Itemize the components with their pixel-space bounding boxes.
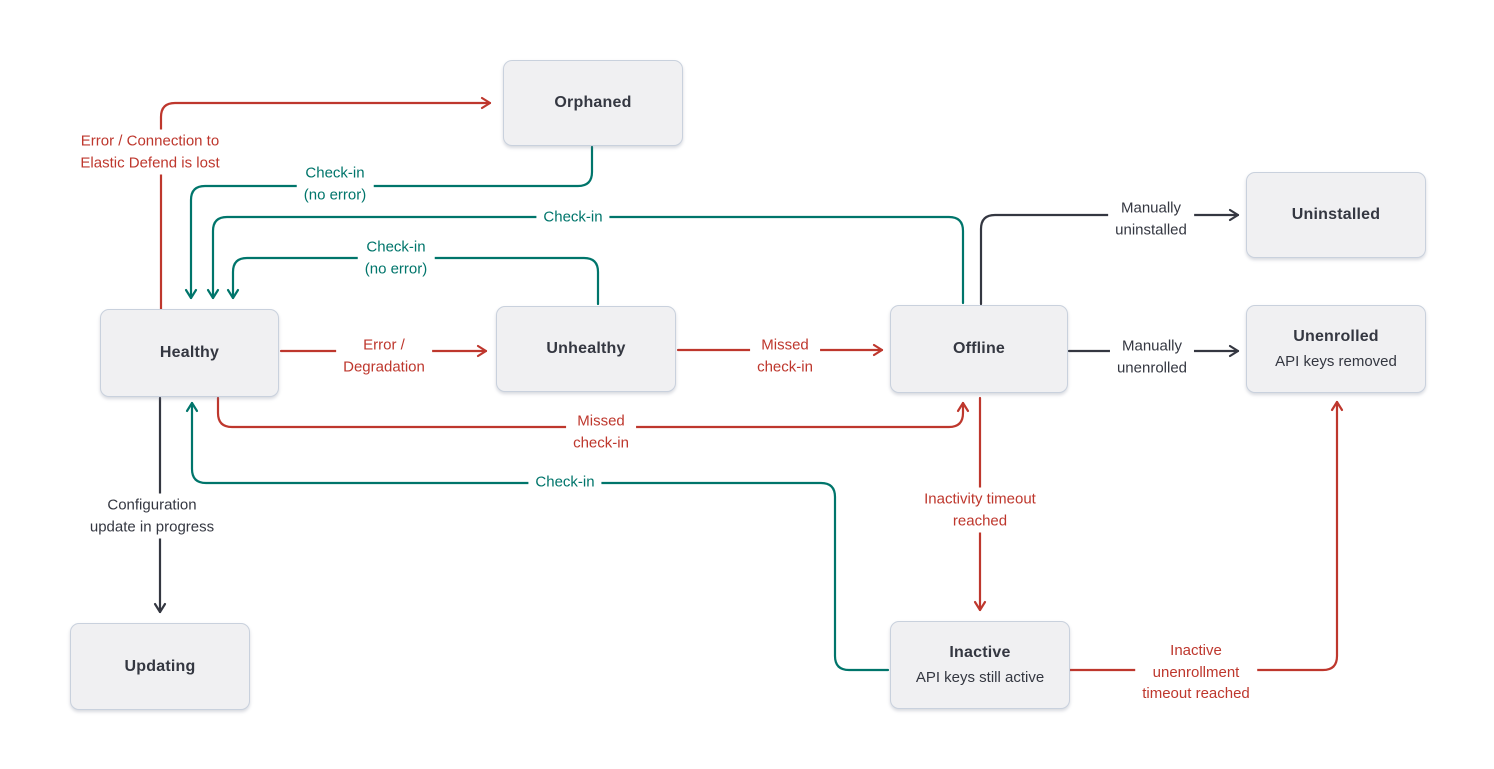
edge-label-offline-to-healthy: Check-in [536, 205, 610, 229]
edge-label-offline-to-unenrolled: Manually unenrolled [1109, 334, 1195, 380]
edge-offline-to-healthy [206, 215, 965, 305]
edge-label-healthy-to-updating: Configuration update in progress [82, 493, 222, 539]
node-updating: Updating [70, 623, 250, 710]
edge-label-orphaned-to-healthy: Check-in (no error) [296, 161, 374, 207]
edge-label-inactive-to-unenrolled: Inactive unenrollment timeout reached [1135, 638, 1257, 706]
node-title: Updating [124, 657, 196, 675]
node-subtitle: API keys removed [1275, 352, 1397, 370]
edge-label-inactive-to-healthy: Check-in [528, 470, 602, 494]
node-unhealthy: Unhealthy [496, 306, 676, 392]
edge-label-unhealthy-to-healthy: Check-in (no error) [357, 235, 435, 281]
edge-inactive-to-healthy [185, 401, 890, 672]
node-inactive: Inactive API keys still active [890, 621, 1070, 709]
edge-label-healthy-to-offline: Missed check-in [566, 409, 636, 455]
edge-label-healthy-to-unhealthy: Error / Degradation [336, 333, 432, 379]
edge-label-offline-to-inactive: Inactivity timeout reached [917, 487, 1043, 533]
node-title: Orphaned [554, 94, 632, 111]
edge-label-offline-to-uninstalled: Manually uninstalled [1108, 196, 1194, 242]
node-unenrolled: Unenrolled API keys removed [1246, 305, 1426, 393]
node-orphaned: Orphaned [503, 60, 683, 146]
edge-orphaned-to-healthy [184, 145, 594, 300]
node-title: Inactive [949, 643, 1011, 661]
edge-healthy-to-orphaned [159, 96, 492, 311]
node-healthy: Healthy [100, 309, 279, 397]
edge-label-unhealthy-to-offline: Missed check-in [750, 333, 820, 379]
node-offline: Offline [890, 305, 1068, 393]
node-title: Unenrolled [1293, 327, 1379, 345]
edge-label-healthy-to-orphaned: Error / Connection to Elastic Defend is … [73, 129, 227, 175]
edge-offline-to-uninstalled [979, 208, 1240, 306]
node-uninstalled: Uninstalled [1246, 172, 1426, 258]
node-title: Healthy [159, 344, 220, 361]
node-subtitle: API keys still active [915, 668, 1045, 686]
node-title: Uninstalled [1291, 206, 1381, 223]
node-title: Offline [952, 340, 1006, 357]
node-title: Unhealthy [546, 340, 626, 357]
edge-inactive-to-unenrolled [1067, 400, 1344, 672]
